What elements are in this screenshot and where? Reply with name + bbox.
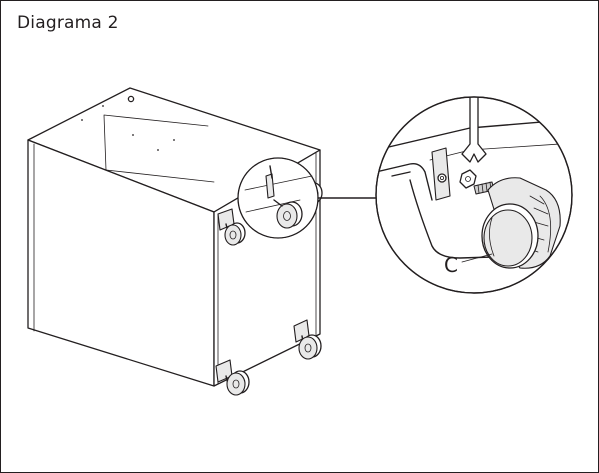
top-dot	[173, 139, 175, 141]
caster-back-bottom	[293, 319, 322, 360]
top-dot	[132, 134, 134, 136]
top-dot	[81, 119, 83, 121]
top-dot	[157, 149, 159, 151]
detail-circle-small	[237, 157, 319, 239]
top-hole	[127, 95, 135, 103]
caster-front-bottom	[215, 359, 250, 396]
top-dot	[102, 105, 104, 107]
diagram-title: Diagrama 2	[17, 13, 119, 33]
caster-front-top	[217, 208, 246, 246]
top-seam	[103, 114, 215, 183]
callout-label-c: C	[444, 253, 458, 277]
callout-leader-line	[461, 253, 493, 263]
zoom-detail-circle	[375, 96, 573, 294]
